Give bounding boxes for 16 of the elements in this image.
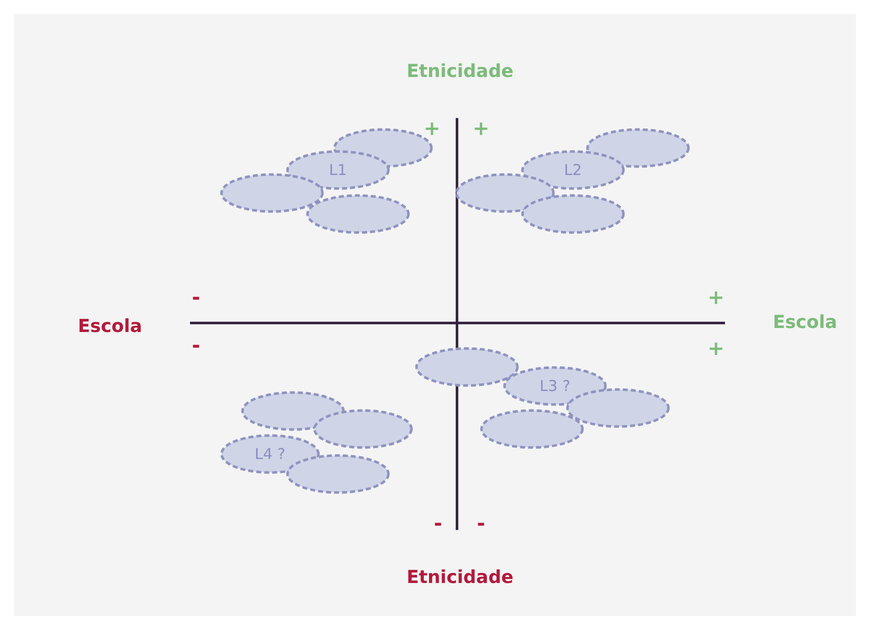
sign: - xyxy=(192,287,200,307)
sign: + xyxy=(708,287,724,307)
sign: - xyxy=(476,513,486,533)
group-label: L3 ? xyxy=(540,377,570,395)
sign: - xyxy=(192,335,200,355)
sign: - xyxy=(434,513,442,533)
group-label: L2 xyxy=(564,161,582,179)
axis-title: Escola xyxy=(772,314,838,332)
group-label: L4 ? xyxy=(254,445,286,463)
axis-title: Etnicidade xyxy=(406,63,514,81)
axis-title: Etnicidade xyxy=(406,569,514,587)
sign: + xyxy=(424,118,440,138)
group-label: L1 xyxy=(329,161,347,179)
sign: + xyxy=(708,338,724,358)
axis-title: Escola xyxy=(78,318,142,336)
sign: + xyxy=(472,118,490,138)
